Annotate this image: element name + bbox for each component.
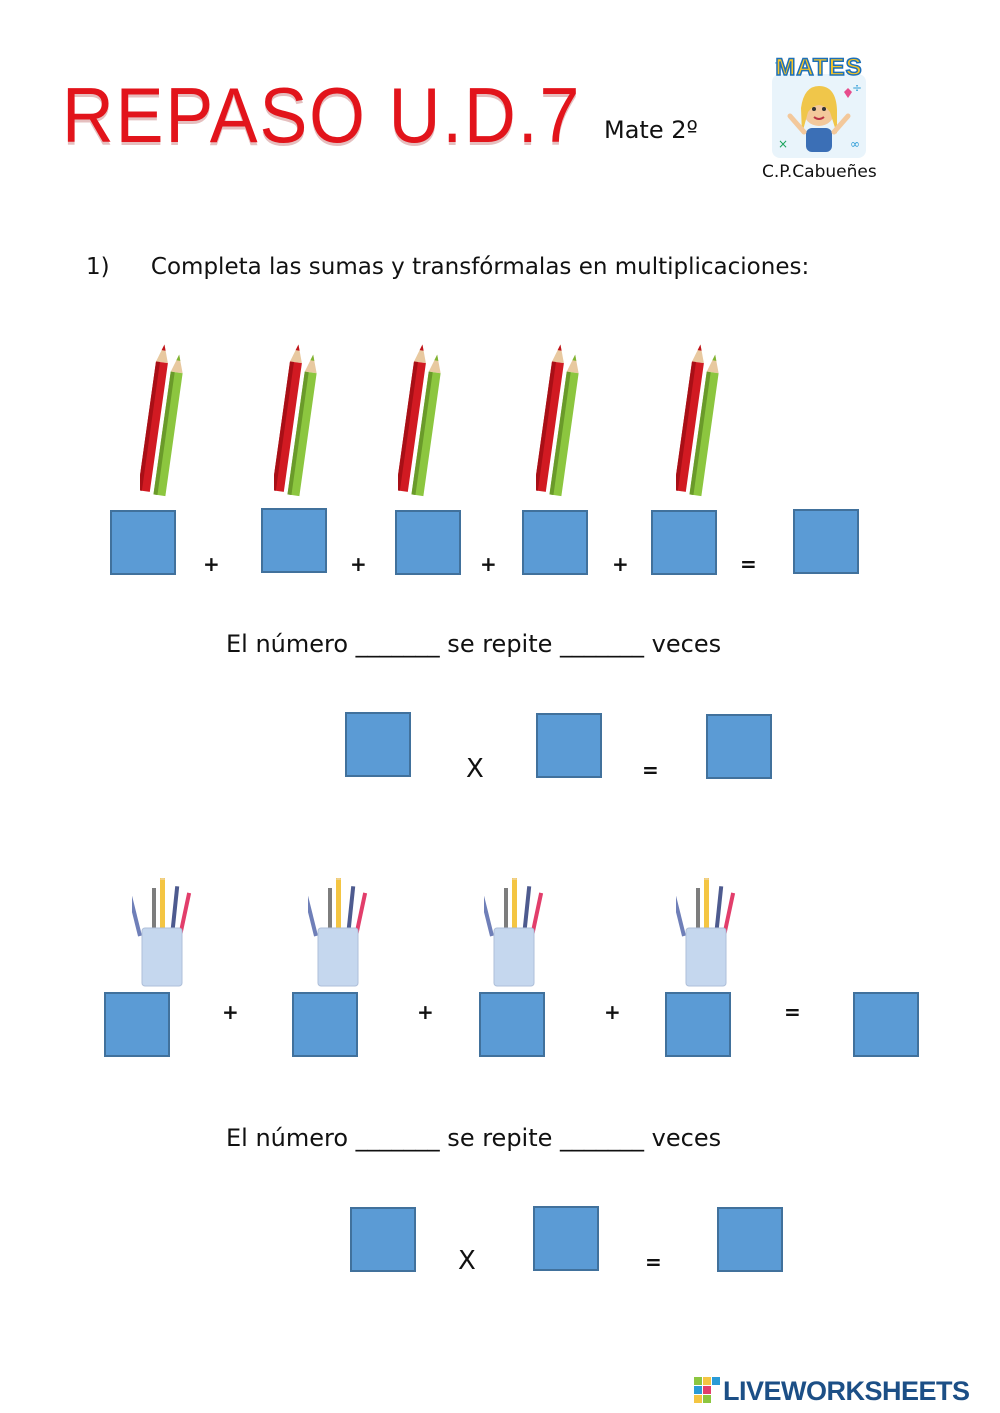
- answer-box[interactable]: [536, 713, 602, 778]
- logo-label: MATES: [775, 53, 863, 82]
- school-name: C.P.Cabueñes: [762, 162, 877, 182]
- mates-logo-icon: + ÷ × ∞ MATES: [764, 52, 874, 162]
- answer-box[interactable]: [261, 508, 327, 573]
- times-sign: X: [466, 754, 484, 784]
- pencil-cup-icon: [300, 872, 368, 992]
- answer-box[interactable]: [479, 992, 545, 1057]
- svg-text:+: +: [774, 58, 782, 69]
- answer-box[interactable]: [522, 510, 588, 575]
- plus-sign: +: [350, 552, 367, 576]
- plus-sign: +: [222, 1000, 239, 1024]
- equals-sign: =: [642, 758, 659, 782]
- exercise-number: 1): [86, 254, 110, 280]
- answer-box[interactable]: [665, 992, 731, 1057]
- pencil-pair-icon: [533, 340, 596, 504]
- pencil-pair-icon: [673, 340, 736, 504]
- answer-box[interactable]: [345, 712, 411, 777]
- pencil-pair-icon: [271, 340, 334, 504]
- pencil-pair-icon: [137, 340, 200, 504]
- brand-label: LIVEWORKSHEETS: [723, 1376, 970, 1406]
- plus-sign: +: [612, 552, 629, 576]
- answer-box[interactable]: [104, 992, 170, 1057]
- pencil-cup-icon: [124, 872, 192, 992]
- repeat-sentence: El número _______ se repite _______ vece…: [226, 1124, 722, 1152]
- answer-box[interactable]: [651, 510, 717, 575]
- plus-sign: +: [480, 552, 497, 576]
- page-subtitle: Mate 2º: [604, 116, 698, 144]
- equals-sign: =: [784, 1000, 801, 1024]
- exercise-text: Completa las sumas y transfórmalas en mu…: [150, 254, 810, 280]
- plus-sign: +: [417, 1000, 434, 1024]
- svg-text:÷: ÷: [852, 81, 862, 95]
- answer-box[interactable]: [110, 510, 176, 575]
- equals-sign: =: [740, 552, 757, 576]
- answer-box[interactable]: [853, 992, 919, 1057]
- pencil-cup-icon: [668, 872, 736, 992]
- answer-box[interactable]: [533, 1206, 599, 1271]
- equals-sign: =: [645, 1250, 662, 1274]
- answer-box[interactable]: [350, 1207, 416, 1272]
- answer-box[interactable]: [793, 509, 859, 574]
- exercise-instruction: 1) Completa las sumas y transfórmalas en…: [86, 254, 809, 280]
- answer-box[interactable]: [292, 992, 358, 1057]
- repeat-sentence: El número _______ se repite _______ vece…: [226, 630, 722, 658]
- liveworksheets-logo-icon: [694, 1377, 720, 1403]
- answer-box[interactable]: [717, 1207, 783, 1272]
- svg-text:×: ×: [778, 137, 788, 151]
- plus-sign: +: [203, 552, 220, 576]
- times-sign: X: [458, 1246, 476, 1276]
- pencil-cup-icon: [476, 872, 544, 992]
- answer-box[interactable]: [706, 714, 772, 779]
- liveworksheets-brand[interactable]: LIVEWORKSHEETS: [694, 1376, 970, 1407]
- svg-text:∞: ∞: [850, 137, 860, 151]
- answer-box[interactable]: [395, 510, 461, 575]
- pencil-pair-icon: [395, 340, 458, 504]
- plus-sign: +: [604, 1000, 621, 1024]
- page-title: REPASO U.D.7: [62, 71, 582, 159]
